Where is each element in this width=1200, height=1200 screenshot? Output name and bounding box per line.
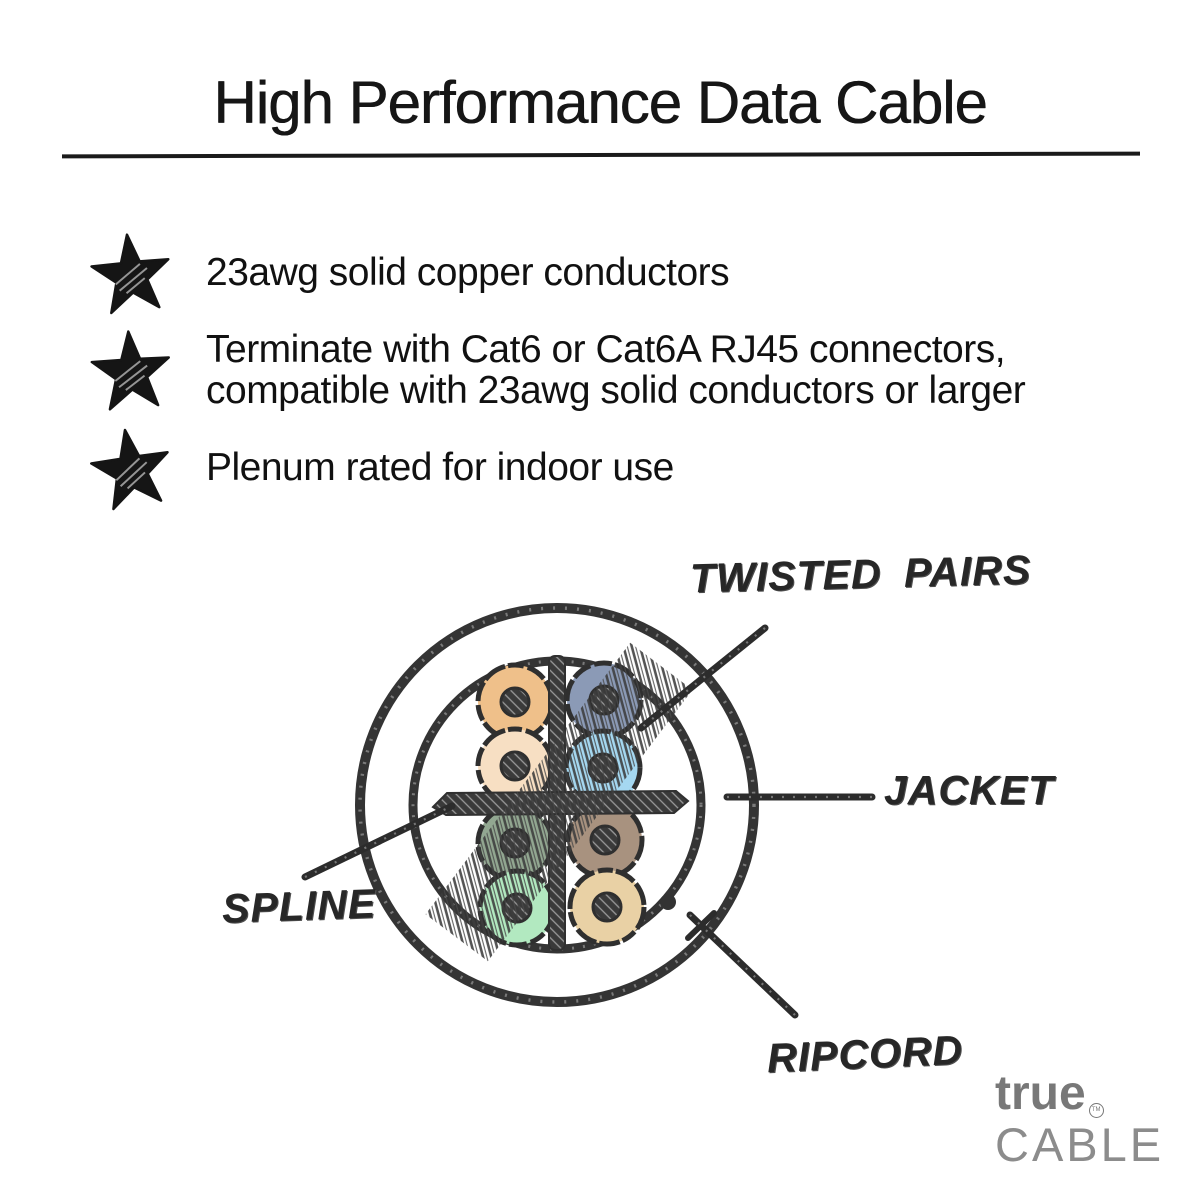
spline-leader-line <box>301 802 456 881</box>
ripcord-dot <box>660 894 676 910</box>
feature-text: 23awg solid copper conductors <box>206 251 730 294</box>
logo-word-cable: CABLE <box>995 1118 1165 1171</box>
spline-label: SPLINE <box>221 880 377 932</box>
ripcord-leader-line <box>686 911 799 1019</box>
trademark-icon: TM <box>1088 1103 1104 1118</box>
wire-tan <box>567 867 647 947</box>
ripcord-label: RIPCORD <box>766 1026 964 1082</box>
star-bullet-icon <box>90 232 170 314</box>
logo-true-text: true <box>995 1067 1086 1120</box>
feature-item-terminate: Terminate with Cat6 or Cat6A RJ45 connec… <box>90 322 1126 417</box>
center-scribble-shading <box>425 642 693 962</box>
feature-text: Terminate with Cat6 or Cat6A RJ45 connec… <box>206 327 1026 412</box>
feature-item-conductors: 23awg solid copper conductors <box>90 225 1126 320</box>
inner-wrap-ring-texture <box>411 659 703 951</box>
twisted-pairs-label: TWISTED PAIRS <box>689 546 1032 602</box>
page-title: High Performance Data Cable <box>213 69 987 136</box>
jacket-label: JACKET <box>884 767 1055 813</box>
star-bullet-icon <box>90 428 169 510</box>
leader-lines <box>301 624 876 1019</box>
leader-lines-texture <box>304 627 872 1016</box>
star-bullet-icon <box>90 329 170 411</box>
jacket-outer-ring <box>355 603 759 1007</box>
twisted-pairs-leader-line <box>637 624 769 732</box>
jacket-rings <box>355 603 759 1007</box>
ripcord-tick <box>685 910 717 941</box>
feature-text: Plenum rated for indoor use <box>206 446 674 489</box>
jacket-outer-ring-texture <box>358 606 756 1004</box>
feature-item-plenum: Plenum rated for indoor use <box>90 420 1126 515</box>
